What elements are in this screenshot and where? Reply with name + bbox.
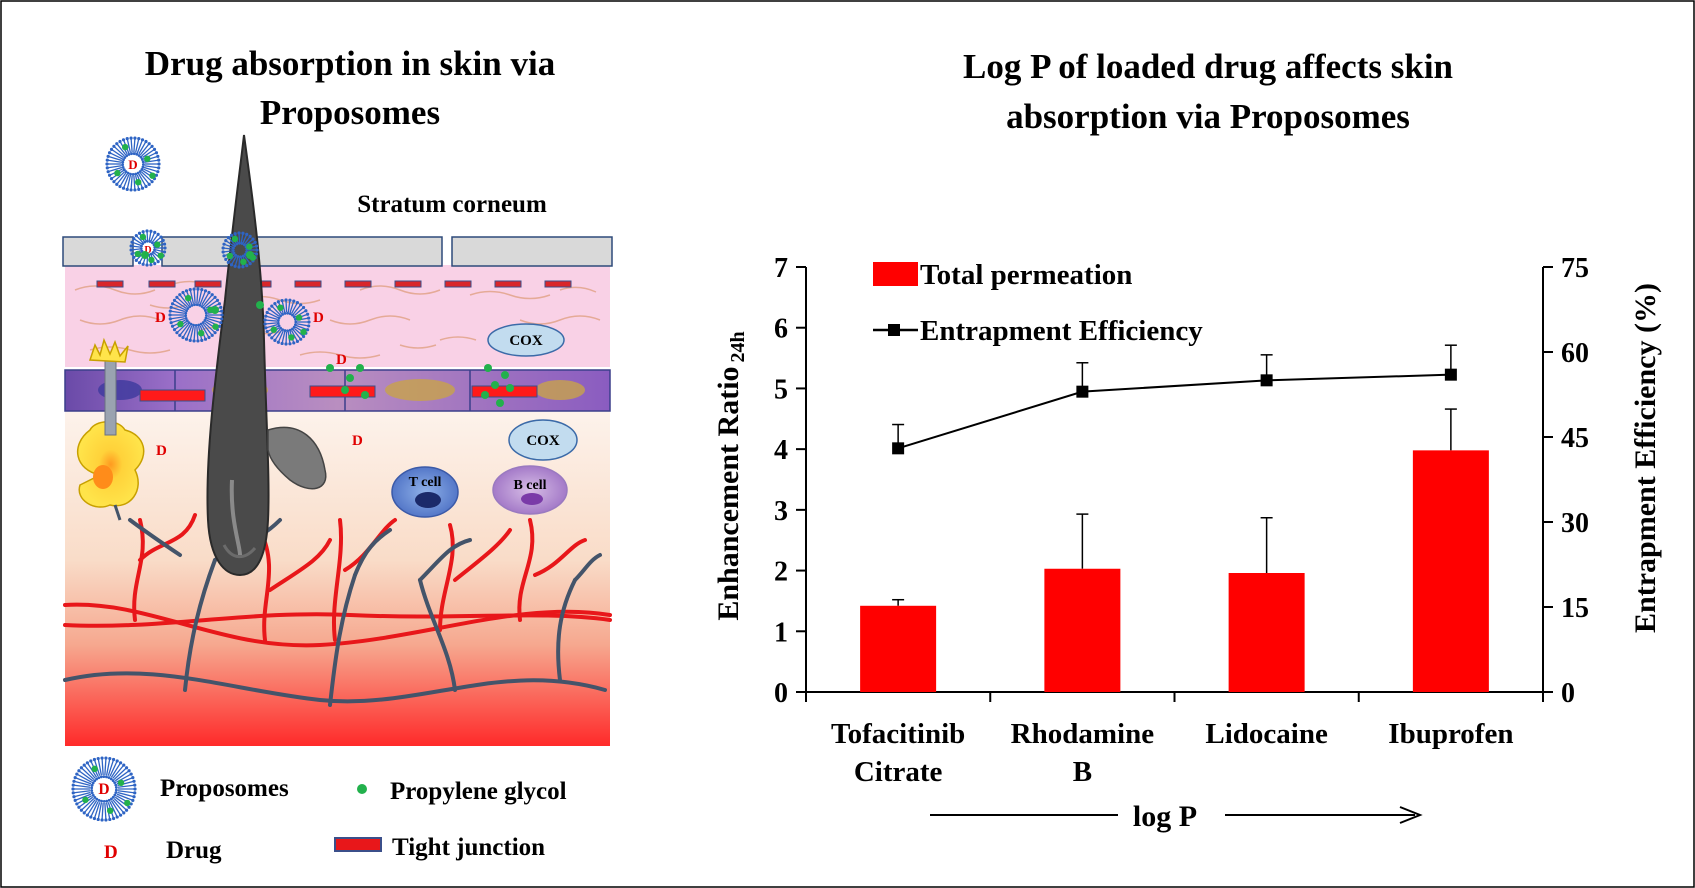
y2-axis-title: Entrapment Efficiency (%) [1629,283,1662,633]
cox-cell-lower: COX [508,419,578,461]
tight-junction-icon [334,837,382,852]
propylene-glycol-dots [141,251,514,407]
y-tick-label: 6 [774,314,788,345]
x-category-label: B [1073,756,1092,788]
diagram-legend: D Proposomes Propylene glycol D Drug Tig… [71,756,567,864]
diagram-title-line1: Drug absorption in skin via [145,44,555,83]
x-category-label: Tofacitinib [831,718,965,750]
hair-follicle [206,134,327,577]
svg-text:Enhancement Ratio24h: Enhancement Ratio 24h [712,331,749,620]
proposome-icon: D [129,229,167,267]
y-tick-label: 1 [774,617,788,648]
x-category-label: Lidocaine [1205,718,1328,750]
stratum-corneum-bricks [62,236,613,267]
y2-tick-label: 60 [1561,338,1589,369]
t-cell-label: T cell [409,475,442,490]
b-cell-label: B cell [513,478,546,493]
stratum-corneum-label: Stratum corneum [357,191,547,218]
blood-vessels-red [63,513,612,648]
legend-total-permeation-label: Total permeation [920,259,1132,291]
legend-entrapment-efficiency-label: Entrapment Efficiency [920,315,1203,347]
y-tick-label: 5 [774,374,788,405]
x-category-label: Rhodamine [1011,718,1155,750]
arrow-head-icon [1399,806,1423,824]
proposome-icon: D [71,756,137,822]
line-point-marker [1076,385,1089,398]
drug-marker: D [128,157,137,172]
y-tick-label: 7 [774,253,788,284]
chart-title-line2: absorption via Proposomes [1006,97,1410,136]
chart-legend: Total permeation Entrapment Efficiency [873,259,1203,347]
diagram-title-line2: Proposomes [260,93,440,132]
legend-tight-junction-label: Tight junction [392,834,545,861]
y2-tick-label: 45 [1561,423,1589,454]
y2-tick-label: 15 [1561,593,1589,624]
drug-marker: D [98,781,109,798]
y-axis-title-main: Enhancement Ratio [712,366,745,620]
x-category-label: Citrate [854,756,943,788]
drug-marker: D [352,433,363,449]
line-point-marker [892,442,905,455]
proposome-icon: D [105,136,161,192]
chart-panel: Log P of loaded drug affects skin absorp… [712,47,1662,833]
x-category-label: Ibuprofen [1388,718,1513,750]
y-axis-title-subscript: 24h [727,331,749,362]
proposome-icon [263,298,311,346]
line-point-marker [1444,368,1457,381]
legend-line-marker [888,324,900,336]
bar-total-permeation [1044,568,1121,692]
line-point-marker [1260,374,1273,387]
proposome-icon [168,287,224,343]
proposome-icon: D [71,756,137,822]
drug-marker: D [155,310,166,326]
drug-markers: D D D D D [155,310,363,459]
sensory-neuron [76,337,145,521]
t-cell: T cell [391,466,459,518]
y-tick-label: 4 [774,435,788,466]
y-tick-label: 2 [774,557,788,588]
bar-total-permeation [1228,573,1305,692]
y-axis-title: Enhancement Ratio 24h [712,331,749,620]
proposome-icon [221,231,259,269]
drug-marker: D [144,245,151,256]
drug-marker: D [313,310,324,326]
bar-total-permeation [860,605,937,692]
propylene-glycol-icon [357,784,367,794]
y2-tick-label: 0 [1561,678,1575,709]
chart-title-line1: Log P of loaded drug affects skin [963,47,1453,86]
cox-upper-label: COX [509,333,543,349]
y2-tick-label: 75 [1561,253,1589,284]
bar-total-permeation [1412,450,1489,692]
tight-junction-row [96,280,572,288]
proposome-layer: DD [105,136,311,346]
y2-tick-label: 30 [1561,508,1589,539]
y-tick-label: 3 [774,496,788,527]
legend-proposomes-label: Proposomes [160,775,289,802]
log-p-arrow: log P [930,800,1423,833]
line-entrapment-efficiency [897,373,1451,450]
drug-marker: D [336,352,347,368]
legend-drug-symbol: D [104,842,118,863]
x-axis-title: log P [1133,800,1197,833]
b-cell: B cell [492,465,568,515]
legend-bar-swatch [873,262,918,286]
skin-diagram: Drug absorption in skin via Proposomes S… [62,44,613,864]
blood-vessels-blue [63,518,607,707]
legend-propylene-glycol-label: Propylene glycol [390,778,567,805]
y-tick-label: 0 [774,678,788,709]
cox-lower-label: COX [526,433,560,449]
drug-marker: D [156,443,167,459]
legend-drug-label: Drug [166,837,222,864]
cox-cell-upper: COX [487,323,565,357]
chart-plot-area: 0123456701530456075TofacitinibCitrateRho… [774,253,1589,788]
